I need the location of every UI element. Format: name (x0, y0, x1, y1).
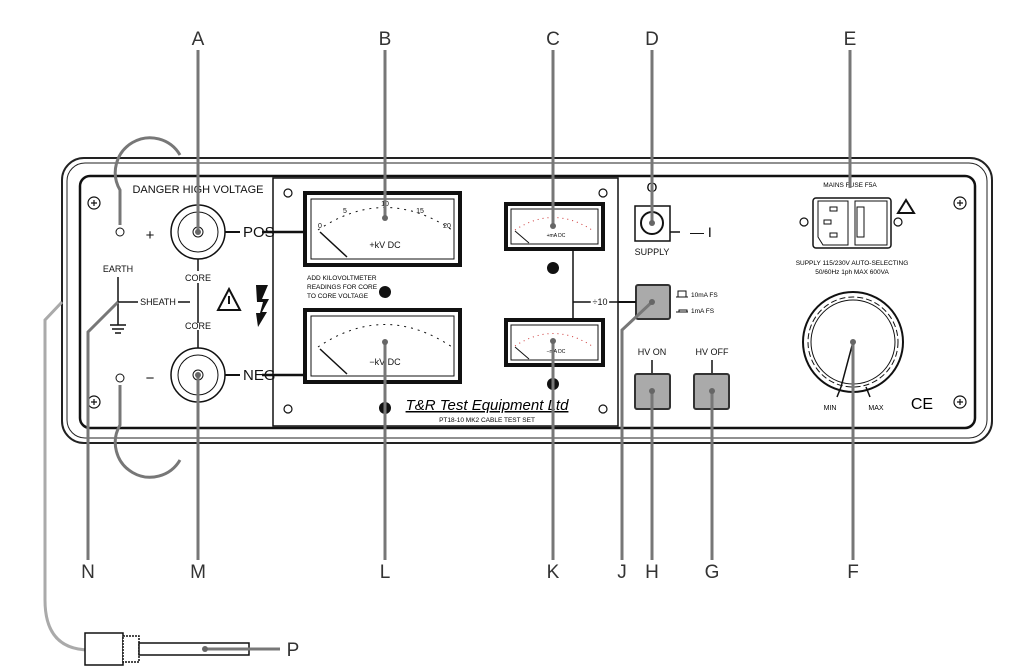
supply-spec-1: SUPPLY 115/230V AUTO-SELECTING (796, 260, 909, 267)
hv-off-label: HV OFF (696, 347, 730, 357)
divide-label: ÷10 (593, 297, 608, 307)
callout-k: K (547, 562, 560, 583)
callout-p: P (287, 640, 300, 661)
high-voltage-bolt-icon (256, 285, 269, 327)
max-label: MAX (868, 405, 884, 412)
earth-symbol (110, 277, 190, 334)
callout-c: C (546, 29, 560, 50)
model-label: PT18-10 MK2 CABLE TEST SET (439, 417, 535, 424)
note-line: TO CORE VOLTAGE (307, 293, 369, 300)
callout-g: G (705, 562, 720, 583)
callout-d: D (645, 29, 659, 50)
core-top-label: CORE (185, 273, 211, 283)
hv-on-label: HV ON (638, 347, 667, 357)
callout-l: L (380, 562, 391, 583)
callout-h: H (645, 562, 659, 583)
kv-neg-meter: −kV DC (303, 308, 462, 384)
on-symbol: — I (690, 224, 712, 240)
button-in-icon (676, 309, 688, 313)
callout-n: N (81, 562, 95, 583)
callout-j: J (617, 562, 627, 583)
knob-grip (807, 296, 899, 388)
scale-tick-label: 20 (443, 223, 451, 230)
callout-a: A (192, 29, 205, 50)
callout-e: E (844, 29, 857, 50)
callout-b: B (379, 29, 392, 50)
supply-spec-2: 50/60Hz 1ph MAX 600VA (815, 269, 889, 276)
min-label: MIN (824, 405, 837, 412)
earth-probe (84, 632, 250, 666)
front-panel (78, 174, 977, 430)
callout-dots (195, 215, 856, 652)
neg-label: NEG (243, 367, 276, 384)
screw-icons (87, 188, 967, 414)
button-out-icon (676, 290, 688, 298)
minus-sign: − (146, 370, 155, 387)
scale-tick-label: 0 (318, 223, 322, 230)
note-line: READINGS FOR CORE (307, 284, 378, 291)
mains-inlet (812, 197, 892, 249)
core-bottom-label: CORE (185, 321, 211, 331)
sheath-label: SHEATH (140, 297, 176, 307)
scale-tick-label: 5 (343, 208, 347, 215)
lead-clip-top (115, 227, 125, 237)
ma-pos-unit: +mA DC (547, 233, 566, 239)
ce-mark: CE (911, 396, 933, 413)
kv-pos-meter: +kV DC (303, 191, 462, 267)
scale-tick-label: 15 (416, 208, 424, 215)
range-10-label: 10mA FS (691, 292, 718, 299)
warning-icon (896, 198, 916, 214)
panel-outer-border (61, 157, 993, 444)
panel-outer-border-2 (66, 162, 988, 439)
pos-label: POS (243, 224, 275, 241)
earth-label: EARTH (103, 264, 133, 274)
ma-neg-unit: −mA DC (547, 349, 566, 355)
callout-f: F (847, 562, 859, 583)
earth-cable (43, 300, 91, 652)
supply-label: SUPPLY (635, 247, 670, 257)
lead-clip-bottom (115, 373, 125, 383)
callout-labels: A B C D E N M L K J H G F P (81, 29, 859, 661)
warning-icon (216, 286, 242, 311)
plus-sign: + (146, 227, 155, 244)
kv-pos-unit: +kV DC (369, 240, 401, 250)
callout-m: M (190, 562, 206, 583)
brand-logo: T&R Test Equipment Ltd (406, 397, 570, 414)
callout-leaders (86, 50, 855, 651)
note-line: ADD KILOVOLTMETER (307, 275, 377, 282)
range-1-label: 1mA FS (691, 308, 715, 315)
